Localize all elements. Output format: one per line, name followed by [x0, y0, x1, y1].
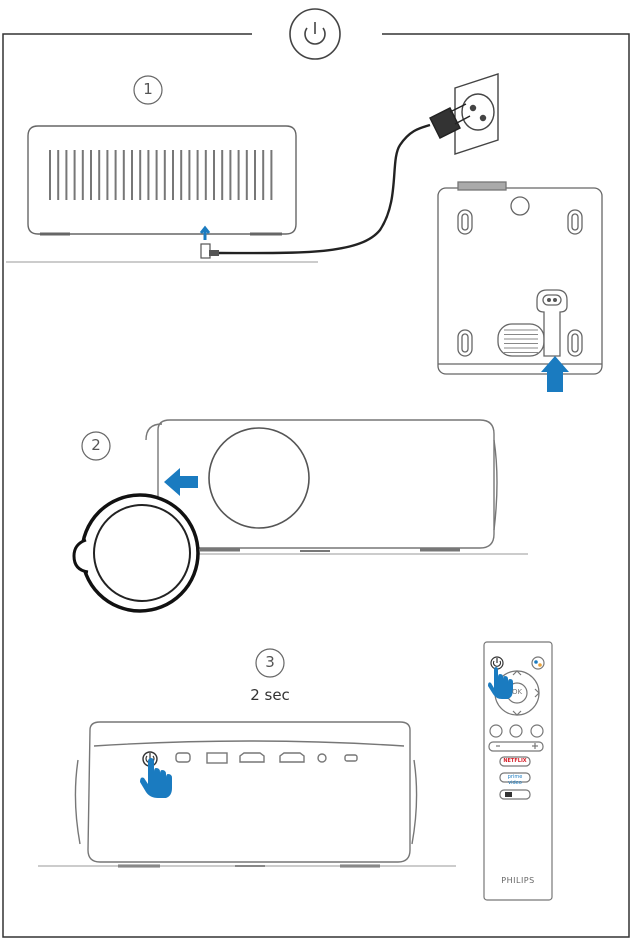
- step-1-number-circle: [133, 75, 163, 105]
- power-cable: [218, 123, 431, 255]
- remote-control: [483, 641, 553, 901]
- press-hand-icon-projector: [140, 758, 172, 798]
- step-3-number: 3: [265, 653, 275, 671]
- remote-netflix-button: NETFLIX: [503, 758, 527, 764]
- power-plug: [429, 103, 471, 139]
- remote-ok-label: OK: [511, 688, 523, 696]
- insert-arrow-up: [541, 356, 569, 392]
- step-3-number-circle: [255, 648, 285, 678]
- projector-side-view: [27, 125, 297, 236]
- step-2-number-circle: [81, 431, 111, 461]
- lens-cap: [72, 493, 200, 613]
- page-frame: [2, 33, 630, 938]
- press-hand-icon-remote: [488, 667, 513, 699]
- remote-prime-video-button: prime video: [507, 774, 523, 786]
- step-2-number: 2: [91, 436, 101, 454]
- step-1-number: 1: [143, 80, 153, 98]
- press-duration-label: 2 sec: [250, 686, 290, 704]
- wall-socket: [454, 73, 499, 155]
- projector-front-view: [145, 419, 498, 552]
- power-icon: [289, 8, 341, 60]
- projector-top-view: [74, 721, 418, 868]
- remote-brand-label: PHILIPS: [501, 876, 535, 885]
- remove-arrow-left: [164, 468, 198, 496]
- power-connector: [199, 225, 219, 259]
- projector-rear-view: [437, 181, 603, 375]
